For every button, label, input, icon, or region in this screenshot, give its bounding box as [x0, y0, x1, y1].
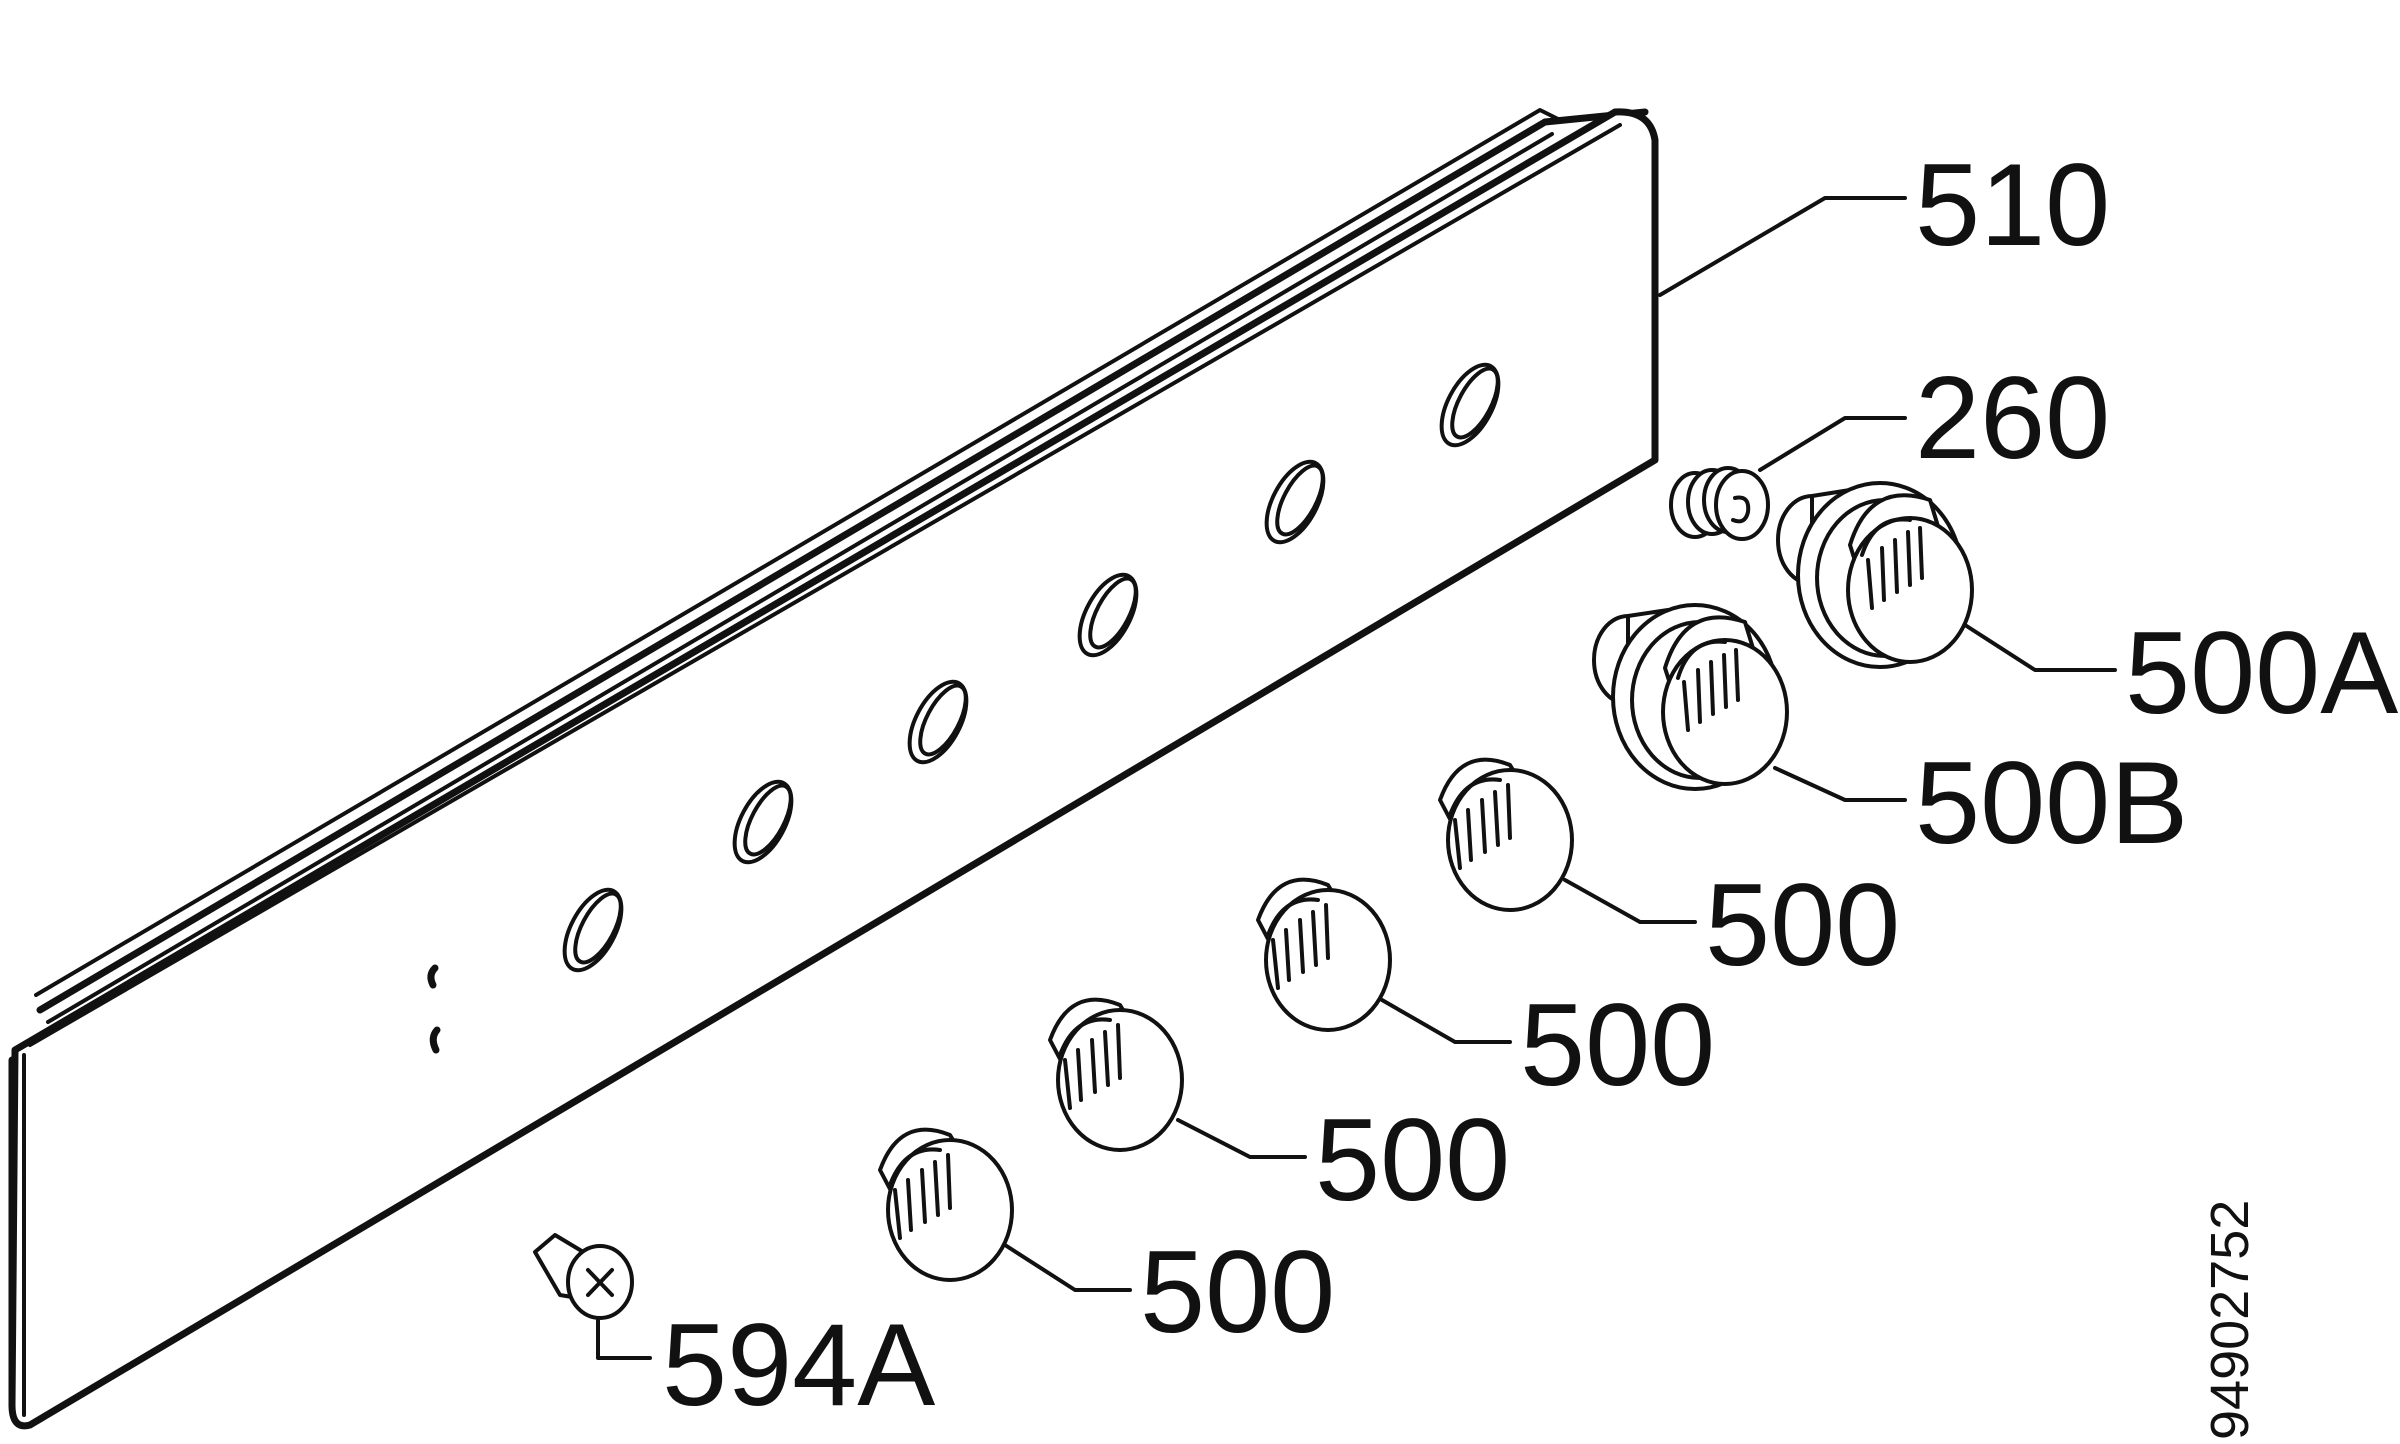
knob-500-1	[1438, 757, 1574, 912]
label-500a: 500A	[2125, 607, 2398, 738]
screw-part	[533, 1233, 634, 1320]
knob-500b	[1592, 603, 1789, 791]
knob-500a	[1776, 481, 1974, 669]
knob-500-2	[1256, 877, 1392, 1032]
control-panel	[8, 108, 1659, 1430]
knob-500-4	[878, 1127, 1014, 1282]
label-260: 260	[1915, 352, 2110, 483]
label-510: 510	[1915, 139, 2110, 270]
label-500b: 500B	[1915, 737, 2188, 868]
part-labels: 510 260 500A 500B 500 500 500 500 594A	[662, 139, 2398, 1430]
label-594a: 594A	[662, 1299, 935, 1430]
document-number: 94902752	[2200, 1200, 2260, 1440]
knob-holes	[562, 362, 1501, 973]
knob-500-3	[1048, 997, 1184, 1152]
label-500-2: 500	[1520, 979, 1715, 1110]
label-500-1: 500	[1705, 859, 1900, 990]
label-500-4: 500	[1140, 1226, 1335, 1357]
spring-part	[1669, 466, 1770, 541]
label-500-3: 500	[1315, 1094, 1510, 1225]
leader-lines	[596, 196, 2117, 1360]
